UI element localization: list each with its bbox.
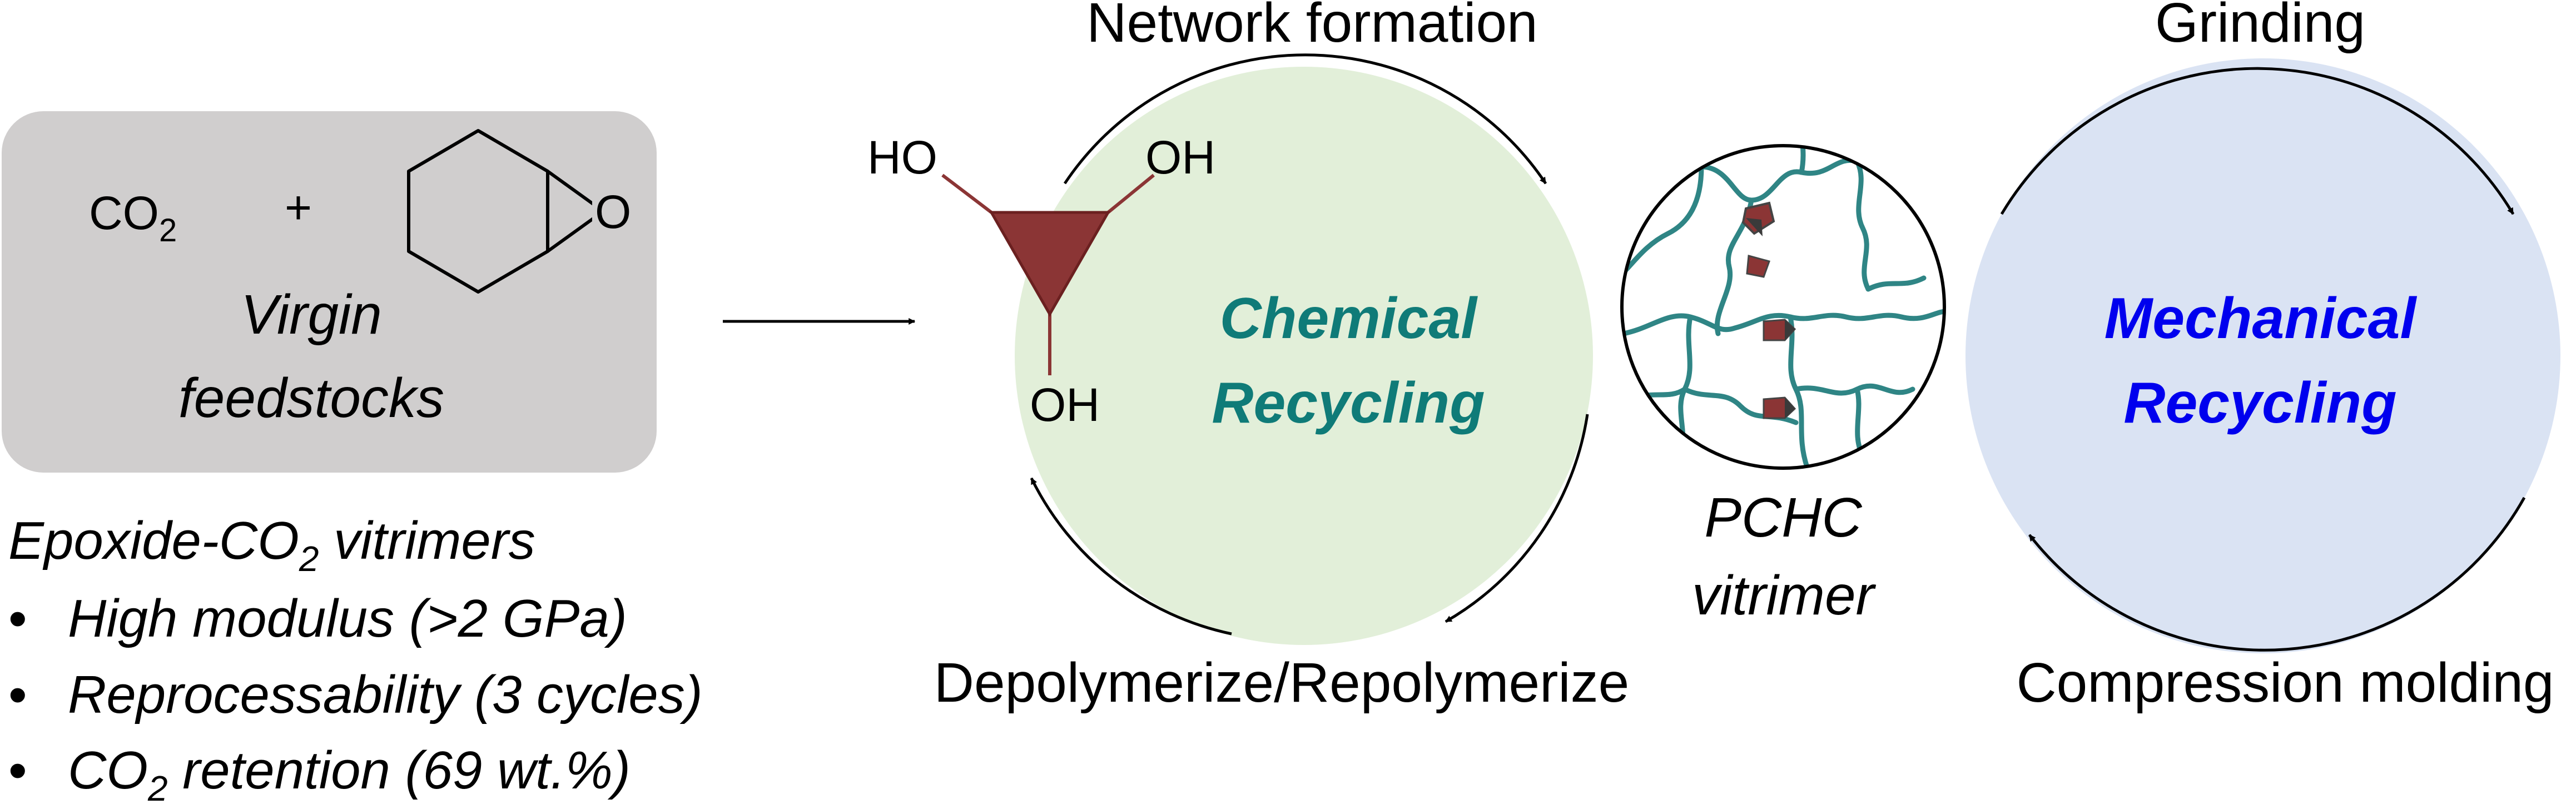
mechanical-recycling-cycle: Grinding Compression molding Mechanical … [1965,0,2560,714]
feedstocks-label-line1: Virgin [241,284,382,346]
pchc-label: PCHC [1704,487,1862,549]
feedstocks-box [2,111,657,473]
mechanical-recycling-title-line2: Recycling [2123,371,2396,435]
depolymerize-repolymerize-label: Depolymerize/Repolymerize [934,652,1629,714]
virgin-feedstocks-panel: CO2 + O Virgin feedstocks [2,111,657,473]
triol-crosslinker: HO OH OH [867,131,1215,431]
grinding-label: Grinding [2155,0,2365,54]
bullet-3: • [8,741,27,800]
bullet-1: • [8,589,27,648]
property-co2-retention: CO2 retention (69 wt.%) [68,741,631,808]
mechanical-recycling-circle [1965,58,2560,653]
vitrimer-properties: Epoxide-CO2 vitrimers • High modulus (>2… [8,511,703,808]
compression-molding-label: Compression molding [2016,652,2554,714]
triol-ho-label: HO [867,131,937,183]
chemical-recycling-circle [1015,67,1593,645]
chemical-recycling-cycle: Network formation Depolymerize/Repolymer… [867,0,1629,714]
plus-sign: + [285,181,312,234]
crosslink-junctions [1741,201,1796,419]
pchc-vitrimer-network: PCHC vitrimer [1620,144,1946,627]
mechanical-cycle-arc-bottom [2028,497,2526,652]
chemical-cycle-arc-right [1445,414,1589,623]
property-modulus: High modulus (>2 GPa) [68,589,627,648]
triol-oh-bottom-label: OH [1030,379,1100,431]
triol-triangle [989,211,1111,317]
network-circle-outline [1620,144,1946,470]
co2-label: CO2 [89,187,177,249]
chemical-recycling-title-line2: Recycling [1212,371,1485,435]
mechanical-recycling-title-line1: Mechanical [2105,286,2418,351]
chemical-cycle-arc-left [1030,477,1232,636]
network-formation-label: Network formation [1086,0,1537,54]
feedstocks-label-line2: feedstocks [178,367,444,429]
vitrimer-label: vitrimer [1692,564,1876,627]
properties-heading: Epoxide-CO2 vitrimers [8,511,535,579]
epoxide-oxygen-label: O [595,186,631,238]
chemical-recycling-title-line1: Chemical [1220,286,1478,351]
triol-oh-right-label: OH [1145,131,1215,183]
bullet-2: • [8,665,27,724]
chemical-cycle-arc-top [1063,53,1547,185]
mechanical-cycle-arc-top [2000,67,2515,215]
epoxide-o-gap [592,192,631,234]
property-reprocessability: Reprocessability (3 cycles) [68,665,703,724]
